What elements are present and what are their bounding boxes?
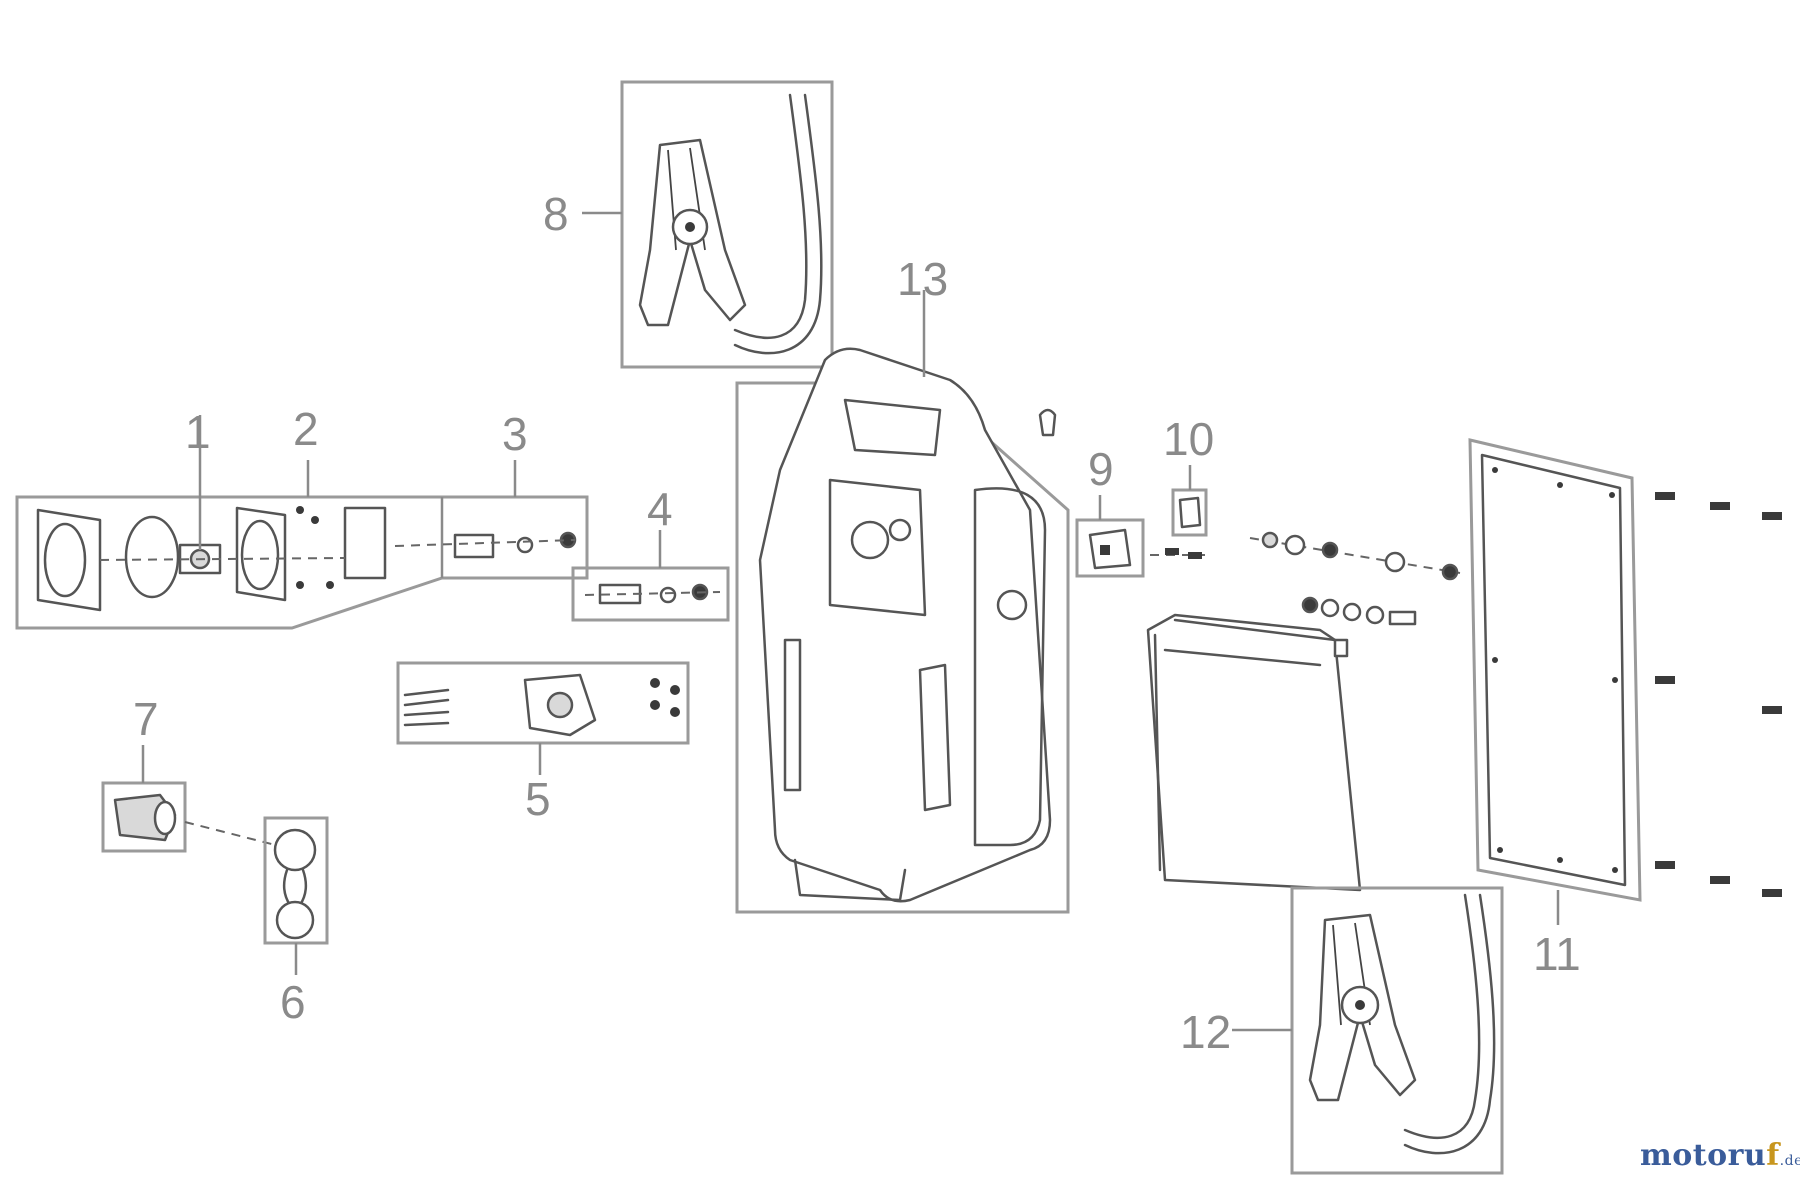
- part-3-fastener-set[interactable]: [394, 460, 577, 559]
- part-13-main-housing[interactable]: [735, 290, 1070, 914]
- callout-2: 2: [293, 403, 319, 455]
- callout-10: 10: [1163, 413, 1214, 465]
- brand-main: motoru: [1640, 1138, 1767, 1173]
- part-6-cap[interactable]: [263, 816, 329, 975]
- battery[interactable]: [1146, 613, 1362, 892]
- callout-12: 12: [1180, 1006, 1231, 1058]
- callout-9: 9: [1088, 443, 1114, 495]
- part-1-2-3-group[interactable]: [15, 415, 589, 630]
- part-8-clamp[interactable]: [620, 80, 834, 369]
- part-10-clip[interactable]: [1171, 465, 1208, 537]
- part-5-switch-kit[interactable]: [396, 661, 690, 775]
- panel-screws: [1655, 492, 1782, 897]
- callout-5: 5: [525, 773, 551, 825]
- fastener-row: [1150, 531, 1461, 626]
- brand-accent: f: [1766, 1138, 1780, 1173]
- callout-4: 4: [647, 483, 673, 535]
- callout-8: 8: [543, 188, 569, 240]
- callout-7: 7: [133, 693, 159, 745]
- part-2-meter[interactable]: [99, 460, 387, 602]
- part-11-back-panel[interactable]: [1468, 438, 1642, 925]
- callout-1: 1: [185, 406, 211, 458]
- brand-suffix: .de: [1779, 1153, 1800, 1169]
- brand-logo: motoruf.de: [1640, 1138, 1800, 1173]
- part-9-clip[interactable]: [1075, 495, 1145, 578]
- callout-13: 13: [897, 253, 948, 305]
- part-12-clamp[interactable]: [1232, 886, 1504, 1175]
- callout-6: 6: [280, 976, 306, 1028]
- part-4-terminal[interactable]: [571, 530, 730, 622]
- callout-3: 3: [502, 408, 528, 460]
- callout-11: 11: [1533, 928, 1581, 980]
- part-7-socket[interactable]: [101, 745, 296, 853]
